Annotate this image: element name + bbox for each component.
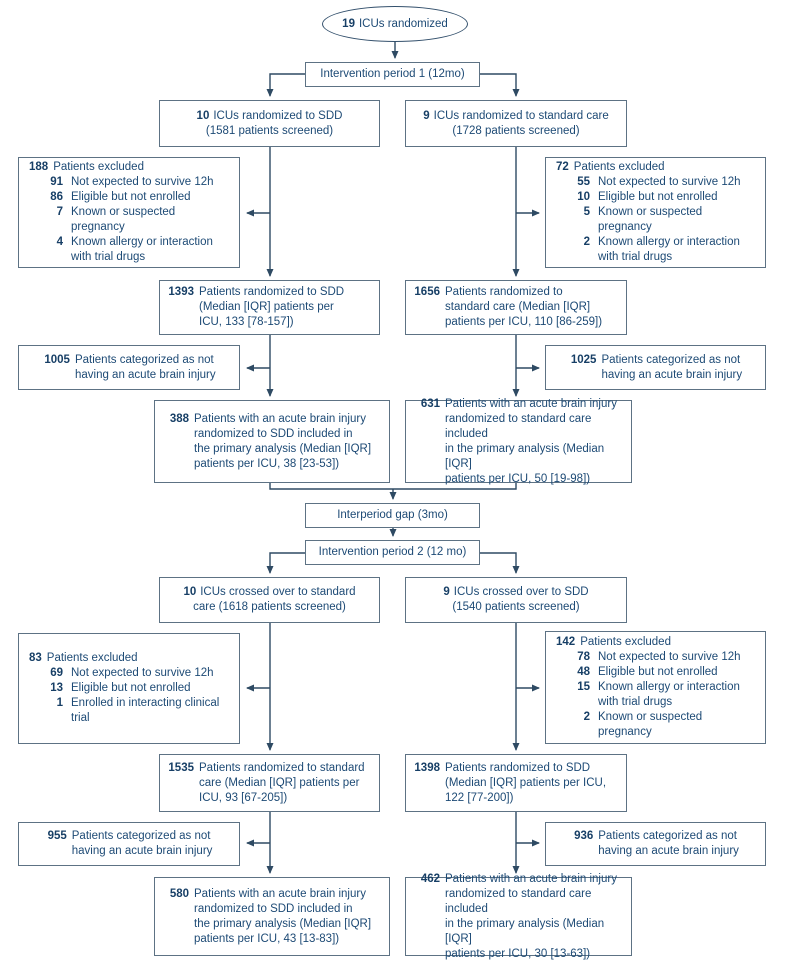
period1-label-box: Intervention period 1 (12mo) xyxy=(305,62,480,87)
period1-label: Intervention period 1 (12mo) xyxy=(320,68,465,80)
interperiod-gap-label: Interperiod gap (3mo) xyxy=(337,509,448,521)
period2-label: Intervention period 2 (12 mo) xyxy=(318,546,467,558)
interperiod-gap-box: Interperiod gap (3mo) xyxy=(305,503,480,528)
period2-label-box: Intervention period 2 (12 mo) xyxy=(305,540,480,565)
